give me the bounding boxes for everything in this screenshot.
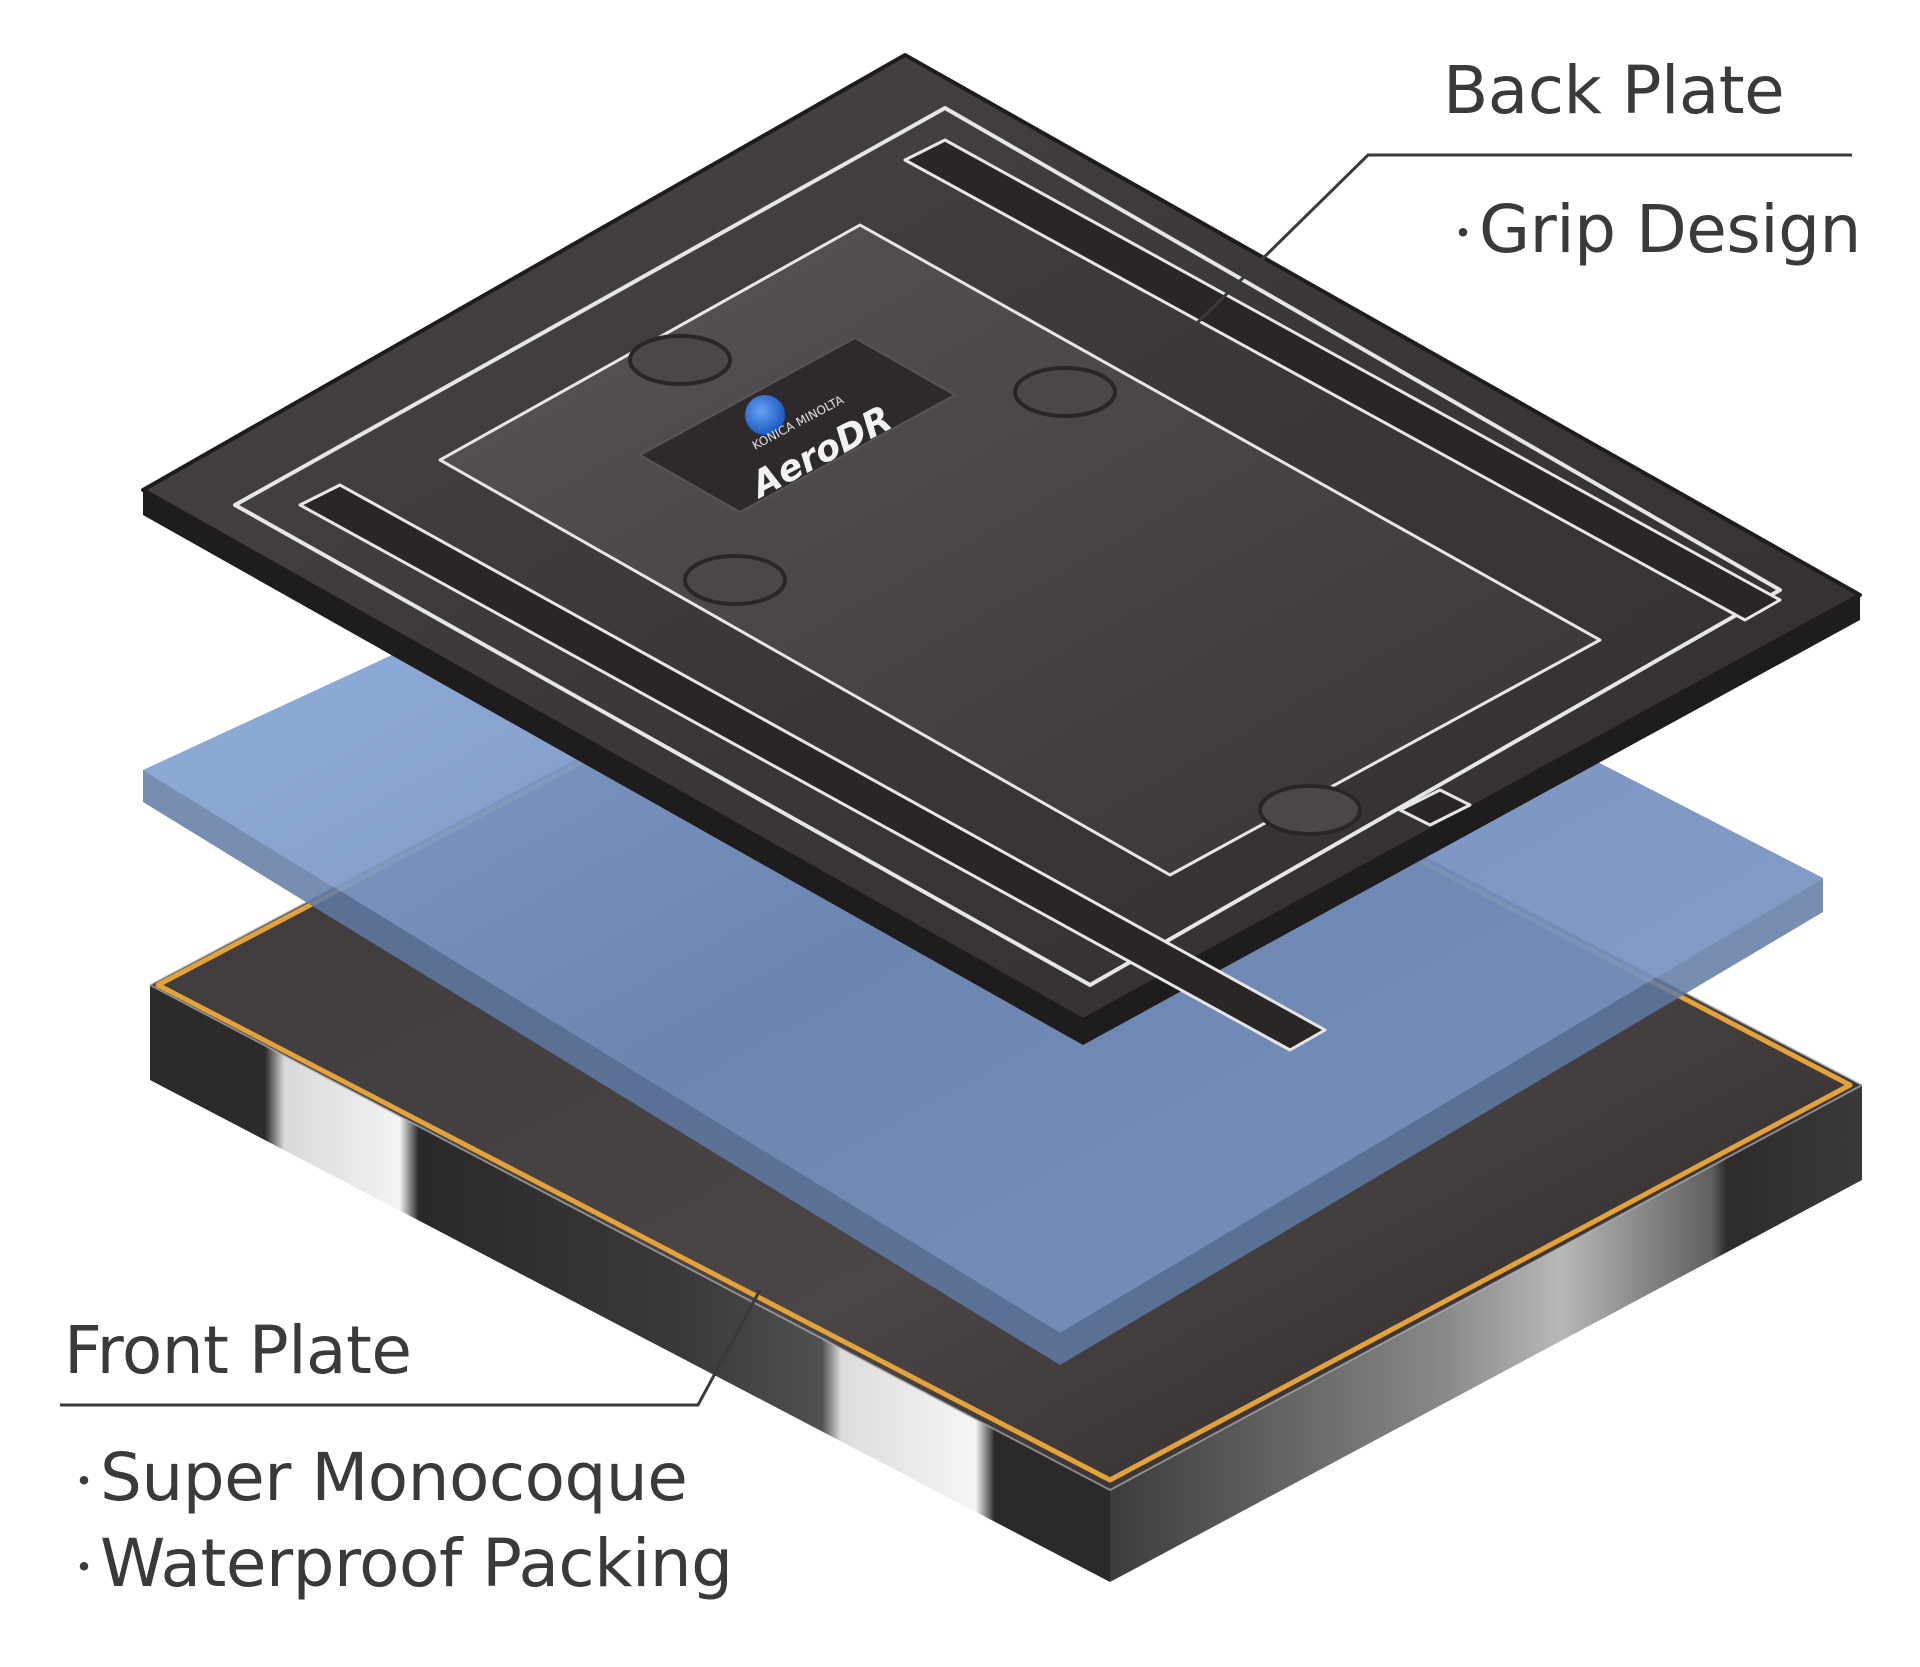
konica-minolta-logo-icon (745, 395, 785, 435)
feature-label: Grip Design (1479, 191, 1861, 268)
back-plate: KONICA MINOLTA AeroDR (141, 53, 1862, 1052)
pad-bottom-left (683, 554, 787, 606)
back-plate-outer-groove (233, 106, 1782, 987)
pad-top-left (628, 334, 732, 386)
logo-plate (637, 336, 958, 514)
back-plate-leader-line (1188, 153, 1852, 332)
back-plate-feature: ・Grip Design (1443, 190, 1861, 270)
front-plate-feature-list: ・Super Monocoque ・Waterproof Packing (64, 1438, 733, 1610)
feature-label: Super Monocoque (100, 1439, 688, 1516)
front-plate-left-side (150, 985, 1110, 1582)
feature-label: Waterproof Packing (100, 1525, 733, 1602)
bullet-glyph: ・ (1443, 210, 1483, 257)
front-plate-feature: ・Super Monocoque (64, 1438, 733, 1518)
pad-top-right (1013, 366, 1117, 418)
grip-recess-right (1398, 788, 1472, 827)
front-plate-right-side (1110, 1085, 1862, 1582)
back-plate-inner-panel (438, 223, 1602, 877)
grip-recess-top (903, 138, 1782, 622)
grip-recess-bottom (298, 483, 1327, 1052)
front-plate-title: Front Plate (64, 1312, 412, 1389)
bullet-glyph: ・ (64, 1458, 104, 1505)
front-plate-leader-line (60, 1289, 762, 1407)
back-plate-feature-list: ・Grip Design (1443, 190, 1861, 270)
front-plate-feature: ・Waterproof Packing (64, 1524, 733, 1604)
back-plate-title: Back Plate (1443, 52, 1785, 129)
bullet-glyph: ・ (64, 1544, 104, 1591)
pad-bottom-right (1258, 784, 1362, 836)
